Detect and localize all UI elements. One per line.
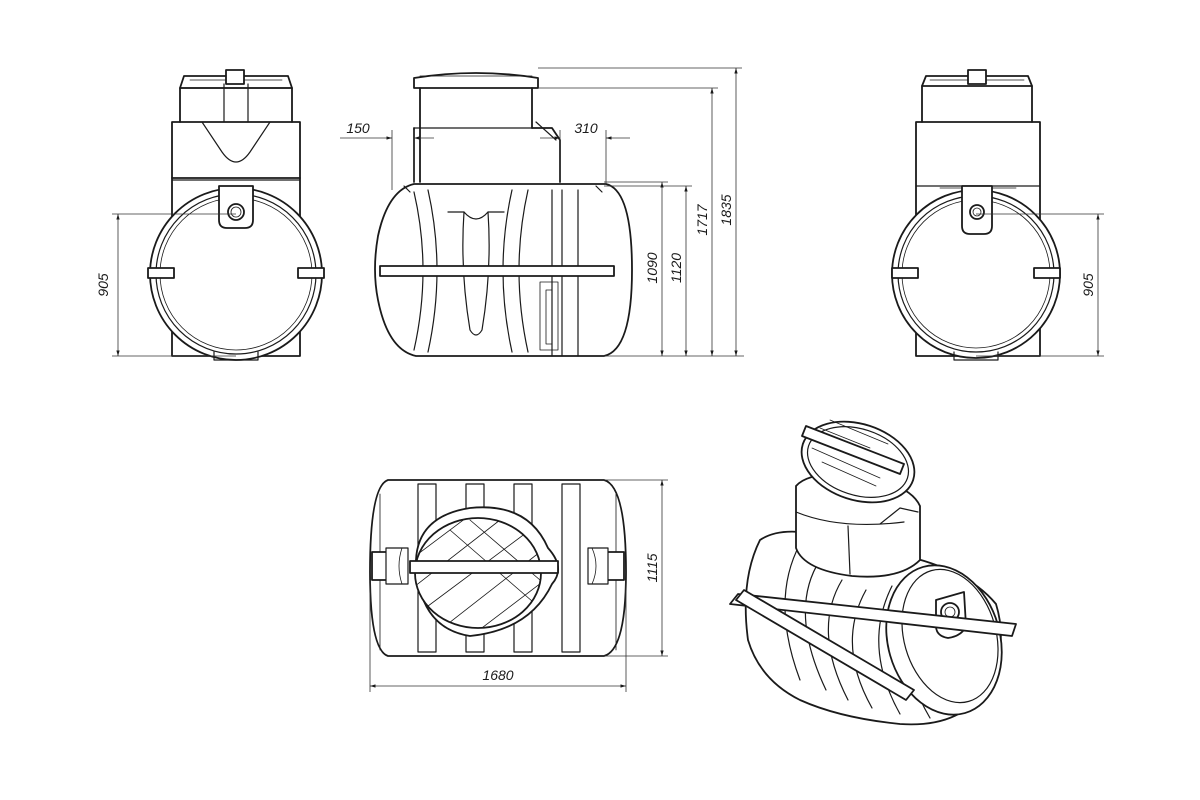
- dim-label-1680: 1680: [482, 667, 513, 683]
- dim-label-1835: 1835: [718, 194, 734, 225]
- top-view: [369, 479, 627, 657]
- isometric-view: [729, 419, 1017, 726]
- dim-label-1090: 1090: [644, 252, 660, 283]
- dimension-lines: [112, 67, 1104, 692]
- dimension-labels: 905 905 150 310 1090 1120 1717 1835 1115…: [95, 120, 1096, 683]
- dim-label-1717: 1717: [694, 203, 710, 235]
- right-end-view: [891, 69, 1061, 361]
- dim-label-150: 150: [346, 120, 370, 136]
- dim-label-1115: 1115: [644, 553, 660, 582]
- dim-label-1120: 1120: [668, 253, 684, 283]
- dim-label-905-right: 905: [1080, 273, 1096, 297]
- dim-label-905-left: 905: [95, 273, 111, 297]
- dim-label-310: 310: [574, 120, 598, 136]
- front-view: [374, 72, 633, 357]
- left-end-view: [147, 69, 325, 361]
